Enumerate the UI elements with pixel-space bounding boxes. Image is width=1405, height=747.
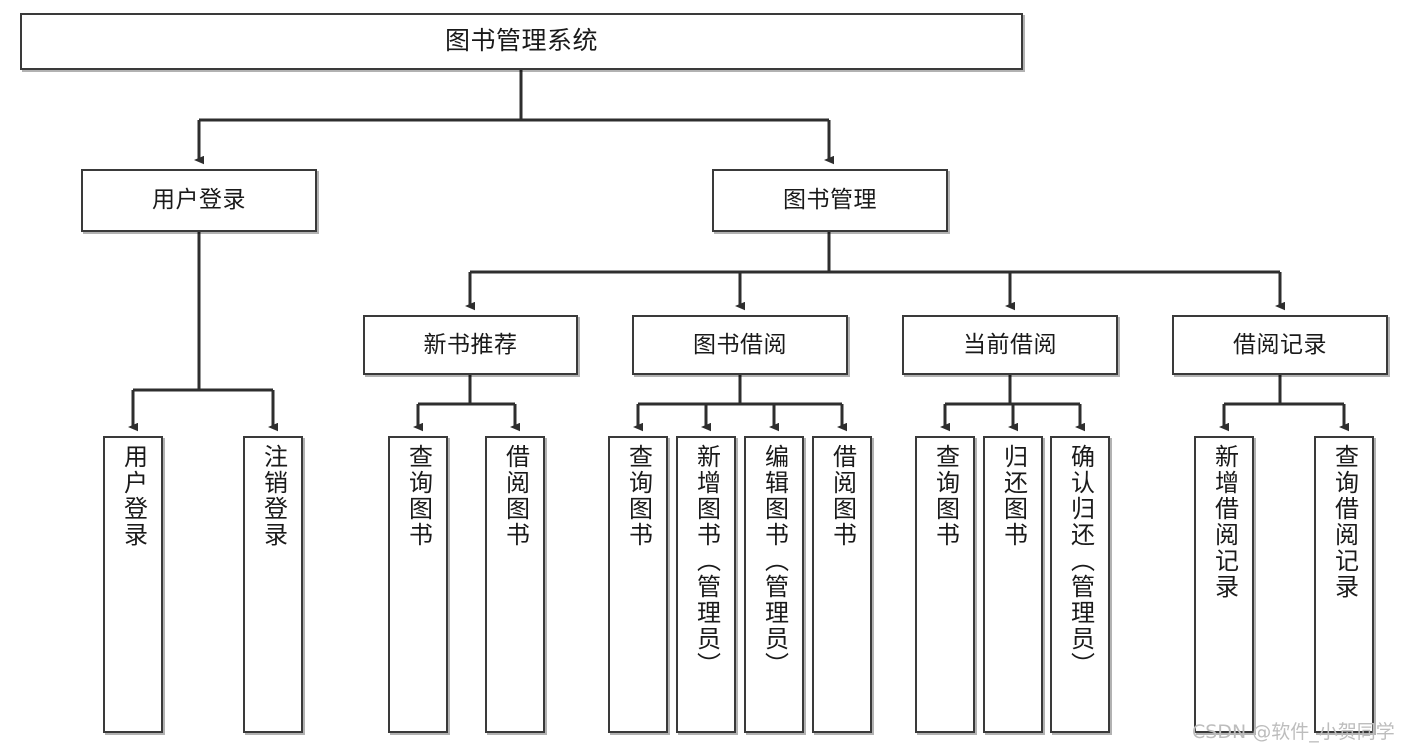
node-borrow-record-label: 借阅记录	[1233, 331, 1327, 358]
leaf-borrow-book-1-label: 借阅图书	[501, 444, 530, 548]
leaf-user-logout[interactable]: 注销登录	[243, 436, 303, 733]
leaf-user-login[interactable]: 用户登录	[103, 436, 163, 733]
csdn-watermark: CSDN @软件_小贺同学	[1192, 721, 1395, 743]
leaf-query-borrow-record-label: 查询借阅记录	[1330, 444, 1359, 600]
leaf-add-borrow-record-label: 新增借阅记录	[1210, 444, 1239, 600]
node-current-borrow-label: 当前借阅	[963, 331, 1057, 358]
leaf-query-book-1-label: 查询图书	[404, 444, 433, 548]
leaf-add-book-admin[interactable]: 新增图书（管理员）	[676, 436, 736, 733]
node-current-borrow[interactable]: 当前借阅	[902, 315, 1118, 375]
leaf-borrow-book-1[interactable]: 借阅图书	[485, 436, 545, 733]
leaf-query-book-2[interactable]: 查询图书	[608, 436, 668, 733]
node-new-book-recommend-label: 新书推荐	[423, 331, 518, 358]
node-new-book-recommend[interactable]: 新书推荐	[363, 315, 578, 375]
leaf-edit-book-admin-label: 编辑图书（管理员）	[760, 444, 789, 678]
leaf-query-book-1[interactable]: 查询图书	[388, 436, 448, 733]
node-user-login-label: 用户登录	[152, 187, 246, 214]
node-book-borrow-label: 图书借阅	[693, 331, 787, 358]
node-root[interactable]: 图书管理系统	[20, 13, 1023, 70]
node-book-management-label: 图书管理	[783, 187, 877, 214]
leaf-confirm-return-admin-label: 确认归还（管理员）	[1066, 444, 1095, 678]
leaf-return-book-label: 归还图书	[999, 444, 1028, 548]
leaf-user-login-label: 用户登录	[119, 444, 148, 548]
node-root-label: 图书管理系统	[444, 26, 598, 56]
leaf-return-book[interactable]: 归还图书	[983, 436, 1043, 733]
node-borrow-record[interactable]: 借阅记录	[1172, 315, 1388, 375]
leaf-query-book-2-label: 查询图书	[624, 444, 653, 548]
node-book-borrow[interactable]: 图书借阅	[632, 315, 848, 375]
node-user-login[interactable]: 用户登录	[81, 169, 317, 232]
leaf-query-borrow-record[interactable]: 查询借阅记录	[1314, 436, 1374, 733]
leaf-confirm-return-admin[interactable]: 确认归还（管理员）	[1050, 436, 1110, 733]
leaf-query-book-3-label: 查询图书	[931, 444, 960, 548]
leaf-borrow-book-2[interactable]: 借阅图书	[812, 436, 872, 733]
leaf-edit-book-admin[interactable]: 编辑图书（管理员）	[744, 436, 804, 733]
leaf-query-book-3[interactable]: 查询图书	[915, 436, 975, 733]
leaf-add-book-admin-label: 新增图书（管理员）	[692, 444, 721, 678]
leaf-user-logout-label: 注销登录	[259, 444, 288, 548]
node-book-management[interactable]: 图书管理	[712, 169, 948, 232]
leaf-add-borrow-record[interactable]: 新增借阅记录	[1194, 436, 1254, 733]
leaf-borrow-book-2-label: 借阅图书	[828, 444, 857, 548]
